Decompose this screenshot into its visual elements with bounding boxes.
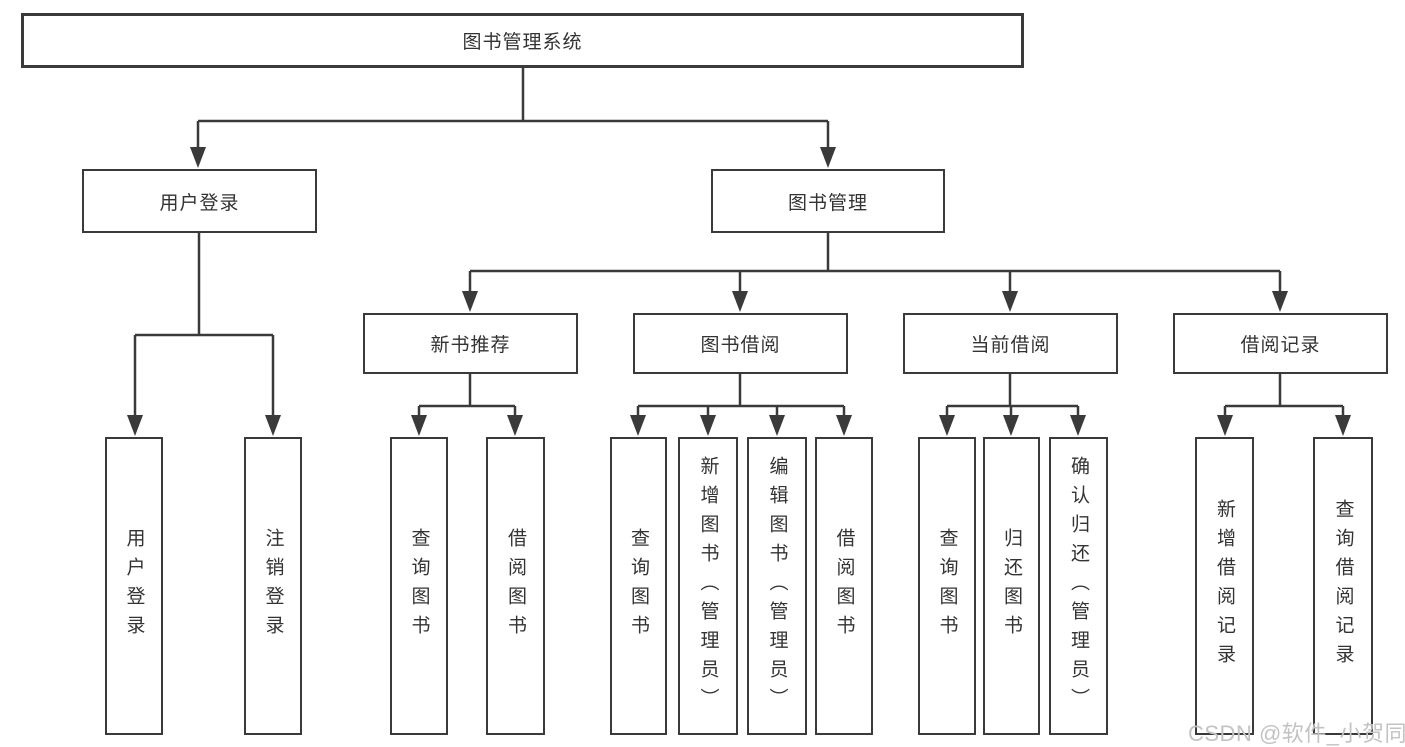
leaf-user-login: 用户登录 — [105, 437, 163, 735]
node-borrow-records-label: 借阅记录 — [1240, 335, 1321, 356]
node-user-login: 用户登录 — [82, 169, 317, 233]
node-new-book-recommend: 新书推荐 — [363, 313, 578, 374]
leaf-add-book-admin-label: 新增图书（管理员） — [697, 455, 719, 717]
node-root-label: 图书管理系统 — [462, 32, 583, 53]
leaf-confirm-return-admin-label: 确认归还（管理员） — [1068, 455, 1089, 717]
connector-newbook-to-leaves — [411, 374, 523, 436]
watermark: CSDN @软件_小贺同学 — [1188, 721, 1405, 746]
node-new-book-recommend-label: 新书推荐 — [430, 335, 511, 356]
leaf-add-borrow-record-label: 新增借阅记录 — [1214, 499, 1235, 673]
leaf-query-books-current-label: 查询图书 — [936, 528, 958, 644]
leaf-query-books-recommend-label: 查询图书 — [408, 528, 430, 644]
leaf-query-borrow-record: 查询借阅记录 — [1313, 437, 1373, 735]
leaf-confirm-return-admin: 确认归还（管理员） — [1049, 437, 1108, 735]
leaf-logout-label: 注销登录 — [262, 528, 284, 644]
node-book-borrow-label: 图书借阅 — [700, 335, 781, 356]
connector-bookmgmt-to-level3 — [462, 233, 1288, 312]
leaf-add-borrow-record: 新增借阅记录 — [1195, 437, 1254, 735]
node-user-login-label: 用户登录 — [159, 192, 240, 214]
leaf-borrow-books-label: 借阅图书 — [833, 528, 855, 644]
leaf-borrow-books-recommend: 借阅图书 — [486, 437, 545, 735]
leaf-query-books-recommend: 查询图书 — [390, 437, 448, 735]
leaf-borrow-books-recommend-label: 借阅图书 — [505, 528, 526, 644]
leaf-query-borrow-record-label: 查询借阅记录 — [1332, 499, 1354, 673]
connector-root-to-level2 — [190, 68, 836, 168]
node-borrow-records: 借阅记录 — [1173, 313, 1388, 374]
node-book-management: 图书管理 — [711, 169, 945, 233]
connector-bookborrow-to-leaves — [630, 374, 852, 436]
node-book-management-label: 图书管理 — [787, 192, 868, 214]
leaf-return-book: 归还图书 — [983, 437, 1040, 735]
leaf-user-login-label: 用户登录 — [123, 528, 145, 644]
leaf-edit-book-admin-label: 编辑图书（管理员） — [766, 455, 788, 717]
leaf-return-book-label: 归还图书 — [1001, 528, 1022, 644]
leaf-query-books-borrow-label: 查询图书 — [628, 528, 649, 644]
connector-borrowrecords-to-leaves — [1217, 374, 1351, 436]
connector-userlogin-to-leaves — [127, 233, 281, 436]
leaf-edit-book-admin: 编辑图书（管理员） — [747, 437, 807, 735]
node-root: 图书管理系统 — [21, 13, 1024, 68]
leaf-borrow-books: 借阅图书 — [815, 437, 873, 735]
leaf-add-book-admin: 新增图书（管理员） — [678, 437, 738, 735]
node-book-borrow: 图书借阅 — [633, 313, 848, 374]
leaf-query-books-borrow: 查询图书 — [610, 437, 667, 735]
leaf-logout: 注销登录 — [244, 437, 302, 735]
connector-currentborrow-to-leaves — [939, 374, 1086, 436]
node-current-borrow-label: 当前借阅 — [970, 335, 1051, 356]
leaf-query-books-current: 查询图书 — [918, 437, 976, 735]
node-current-borrow: 当前借阅 — [903, 313, 1118, 374]
